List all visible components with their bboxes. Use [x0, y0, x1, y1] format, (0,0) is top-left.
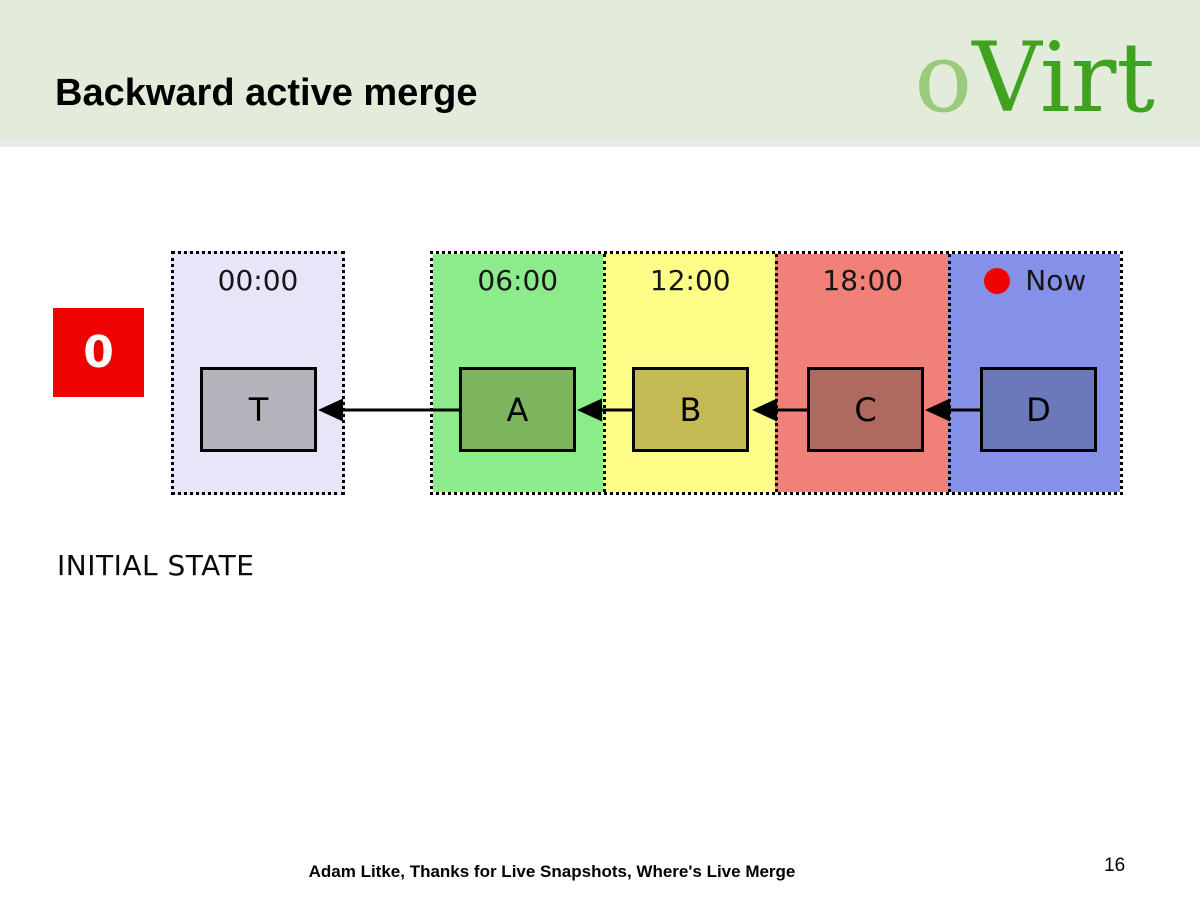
ovirt-logo-o: o: [914, 22, 973, 134]
timeline-label-0600: 06:00: [477, 264, 559, 297]
snapshot-box-c: C: [807, 367, 924, 452]
snapshot-box-d: D: [980, 367, 1097, 452]
now-dot-icon: [984, 268, 1011, 294]
timeline-label-now: Now: [951, 265, 1121, 297]
timeline-label-1200: 12:00: [649, 264, 731, 297]
snapshot-box-b: B: [632, 367, 749, 452]
snapshot-box-a-label: A: [506, 390, 529, 429]
header-separator: [0, 141, 1200, 147]
now-label: Now: [1025, 264, 1087, 297]
snapshot-box-c-label: C: [854, 390, 877, 429]
snapshot-box-a: A: [459, 367, 576, 452]
snapshot-box-t-label: T: [248, 390, 269, 429]
page-number: 16: [1104, 855, 1126, 876]
snapshot-box-d-label: D: [1026, 390, 1051, 429]
state-label: INITIAL STATE: [57, 549, 255, 582]
step-badge: 0: [53, 308, 144, 397]
footer-credit: Adam Litke, Thanks for Live Snapshots, W…: [308, 862, 796, 881]
slide-title: Backward active merge: [55, 72, 478, 114]
timeline-label-0000: 00:00: [217, 264, 299, 297]
ovirt-logo: oVirt: [914, 30, 1155, 126]
slide-header: Backward active merge oVirt: [0, 0, 1200, 141]
snapshot-box-t: T: [200, 367, 317, 452]
ovirt-logo-virt: Virt: [972, 22, 1155, 134]
snapshot-box-b-label: B: [679, 390, 702, 429]
timeline-label-1800: 18:00: [822, 264, 904, 297]
